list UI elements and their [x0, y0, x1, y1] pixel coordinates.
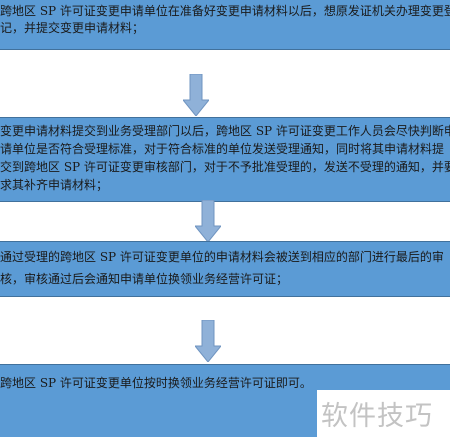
step-1-line-2: 记，并提交变更申请材料；: [0, 21, 145, 35]
step-4-line-1: 跨地区 SP 许可证变更单位按时换领业务经营许可证即可。: [0, 376, 312, 390]
flow-step-1: 跨地区 SP 许可证变更申请单位在准备好变更申请材料以后，想原发证机关办理变更登…: [0, 0, 450, 50]
flow-step-3: 通过受理的跨地区 SP 许可证变更单位的申请材料会被送到相应的部门进行最后的审 …: [0, 241, 450, 297]
step-2-line-2: 请单位是否符合受理标准，对于符合标准的单位发送受理通知，同时将其申请材料提: [0, 142, 445, 156]
step-3-line-1: 通过受理的跨地区 SP 许可证变更单位的申请材料会被送到相应的部门进行最后的审: [0, 250, 444, 264]
step-3-line-2: 核，审核通过后会通知申请单位换领业务经营许可证；: [0, 272, 289, 286]
step-2-line-1: 变更申请材料提交到业务受理部门以后，跨地区 SP 许可证变更工作人员会尽快判断申: [0, 124, 450, 138]
flow-step-2: 变更申请材料提交到业务受理部门以后，跨地区 SP 许可证变更工作人员会尽快判断申…: [0, 117, 450, 202]
step-2-line-4: 求其补齐申请材料；: [0, 178, 109, 192]
watermark: 软件技巧: [317, 390, 450, 437]
watermark-text: 软件技巧: [321, 401, 433, 432]
down-arrow-icon: [195, 200, 221, 242]
step-1-line-1: 跨地区 SP 许可证变更申请单位在准备好变更申请材料以后，想原发证机关办理变更登: [0, 4, 450, 18]
step-2-line-3: 交到跨地区 SP 许可证变更审核部门，对于不予批准受理的，发送不受理的通知，并要: [0, 160, 450, 174]
down-arrow-icon: [195, 320, 221, 362]
down-arrow-icon: [183, 74, 209, 116]
